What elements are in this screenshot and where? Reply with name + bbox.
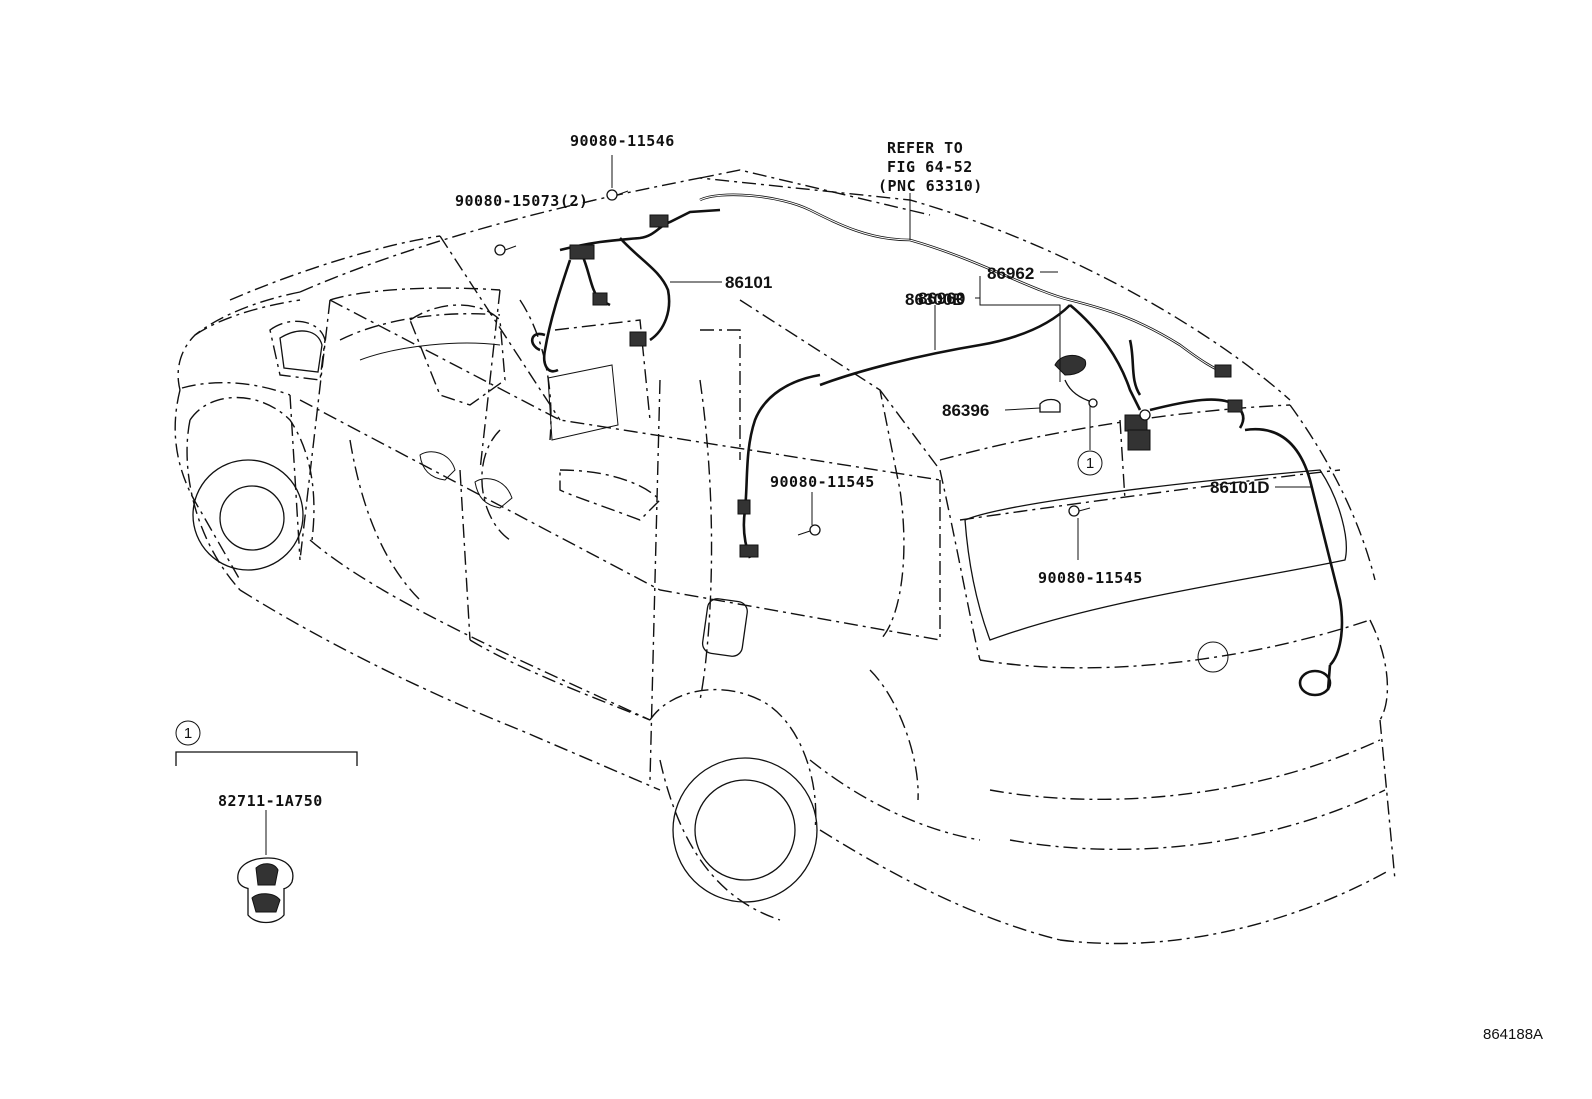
leader-lines (265, 155, 1312, 855)
rear-harness-86101d (1244, 427, 1344, 697)
ref-circle-1-label: 1 (1086, 455, 1094, 472)
label-86101: 86101 (725, 273, 772, 292)
callout-labels: 90080-11546 90080-15073(2) 86101 REFER T… (218, 132, 1543, 1043)
label-82711-1a750: 82711-1A750 (218, 792, 323, 810)
label-86960: 86960 (918, 289, 965, 308)
antenna-86960 (1064, 379, 1098, 408)
antenna-cap-86962 (1054, 354, 1087, 376)
figure-code: 864188A (1483, 1026, 1543, 1043)
vehicle-outline (174, 169, 1396, 945)
ref-circle-1 (1077, 450, 1103, 476)
clip-90080-15073 (494, 244, 517, 256)
label-90080-11546: 90080-11546 (570, 132, 675, 150)
connector-82711-1a750 (237, 857, 294, 924)
label-86101d: 86101D (1210, 478, 1270, 497)
clip-90080-11545-left (797, 524, 821, 536)
inset-ref-label: 1 (184, 725, 192, 742)
label-86962: 86962 (987, 264, 1034, 283)
inset-82711: 1 (175, 720, 358, 924)
inset-ref-circle (175, 720, 201, 746)
label-86396: 86396 (942, 401, 989, 420)
clip-90080-11546 (606, 189, 629, 201)
label-refer-to-line1: REFER TO (887, 139, 963, 157)
label-90080-11545-left: 90080-11545 (770, 473, 875, 491)
label-90080-15073: 90080-15073(2) (455, 192, 588, 210)
label-refer-to-line3: (PNC 63310) (878, 177, 983, 195)
grommet-86396 (1039, 398, 1061, 413)
label-refer-to-line2: FIG 64-52 (887, 158, 973, 176)
clip-90080-11545-right (1068, 505, 1091, 517)
inset-bracket (175, 751, 358, 766)
label-90080-11545-right: 90080-11545 (1038, 569, 1143, 587)
roof-harness-86300b (699, 193, 1245, 451)
roof-harness-86101 (531, 208, 721, 373)
side-harness (737, 373, 821, 559)
label-86300b: 86300B (905, 290, 965, 309)
